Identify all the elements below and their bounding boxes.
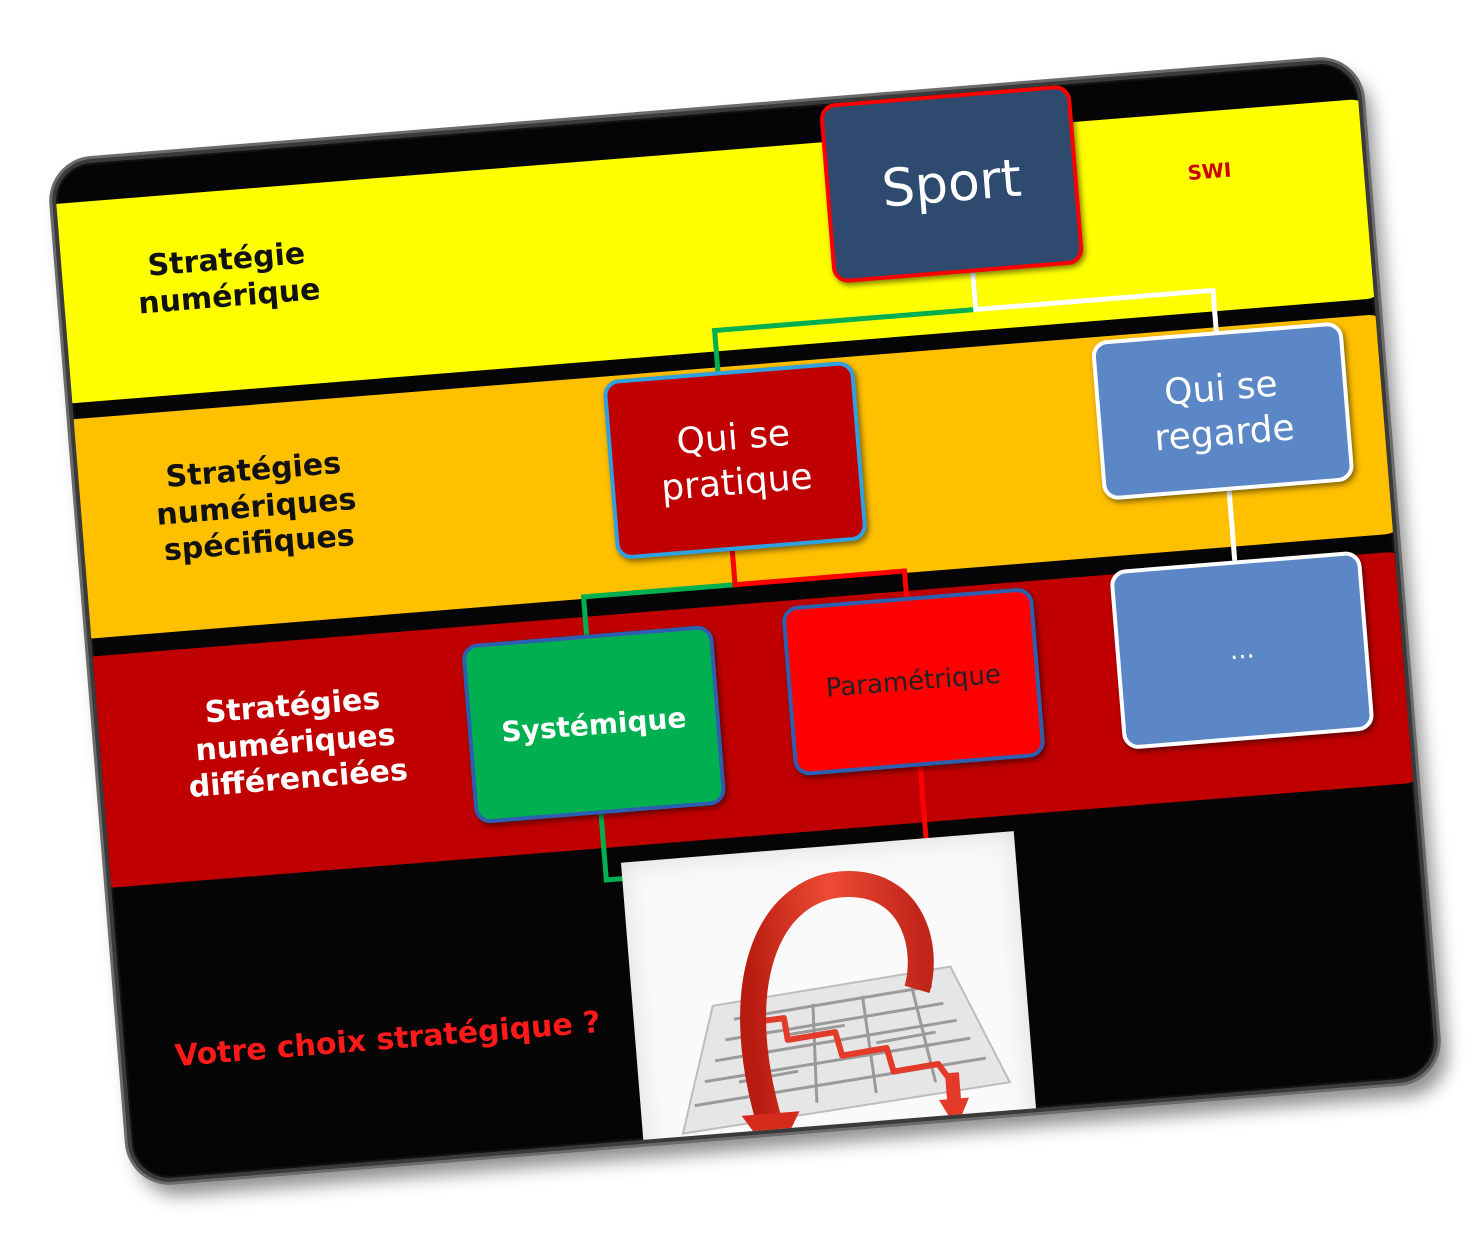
node-qui-se-pratique: Qui se pratique: [602, 360, 868, 561]
swi-label: SWI: [1186, 157, 1233, 186]
node-systemique: Systémique: [460, 624, 727, 825]
node-ellipsis: ...: [1109, 550, 1375, 751]
connector-sport-pratique: [711, 272, 979, 372]
connector-lines: [580, 272, 1238, 883]
node-ellipsis-label: ...: [1228, 634, 1256, 667]
maze-image-card: [620, 831, 1041, 1186]
connector-regarde-ellipsis: [1226, 490, 1238, 561]
node-sport-label: Sport: [879, 148, 1024, 220]
node-qui-se-regarde: Qui se regarde: [1090, 321, 1355, 501]
connector-parametrique-choice: [917, 766, 929, 839]
connector-pratique-systemique: [580, 550, 738, 635]
node-systemique-label: Systémique: [500, 700, 688, 749]
connector-systemique-choice: [598, 813, 623, 883]
strategy-slide: Stratégie numérique Stratégies numérique…: [48, 56, 1442, 1186]
connector-sport-regarde: [970, 272, 1219, 332]
maze-with-arrows-icon: [681, 871, 1012, 1178]
node-sport: Sport: [818, 84, 1085, 284]
node-parametrique-label: Paramétrique: [824, 659, 1003, 704]
connector-pratique-parametrique: [729, 550, 910, 598]
node-parametrique: Paramétrique: [780, 586, 1046, 777]
